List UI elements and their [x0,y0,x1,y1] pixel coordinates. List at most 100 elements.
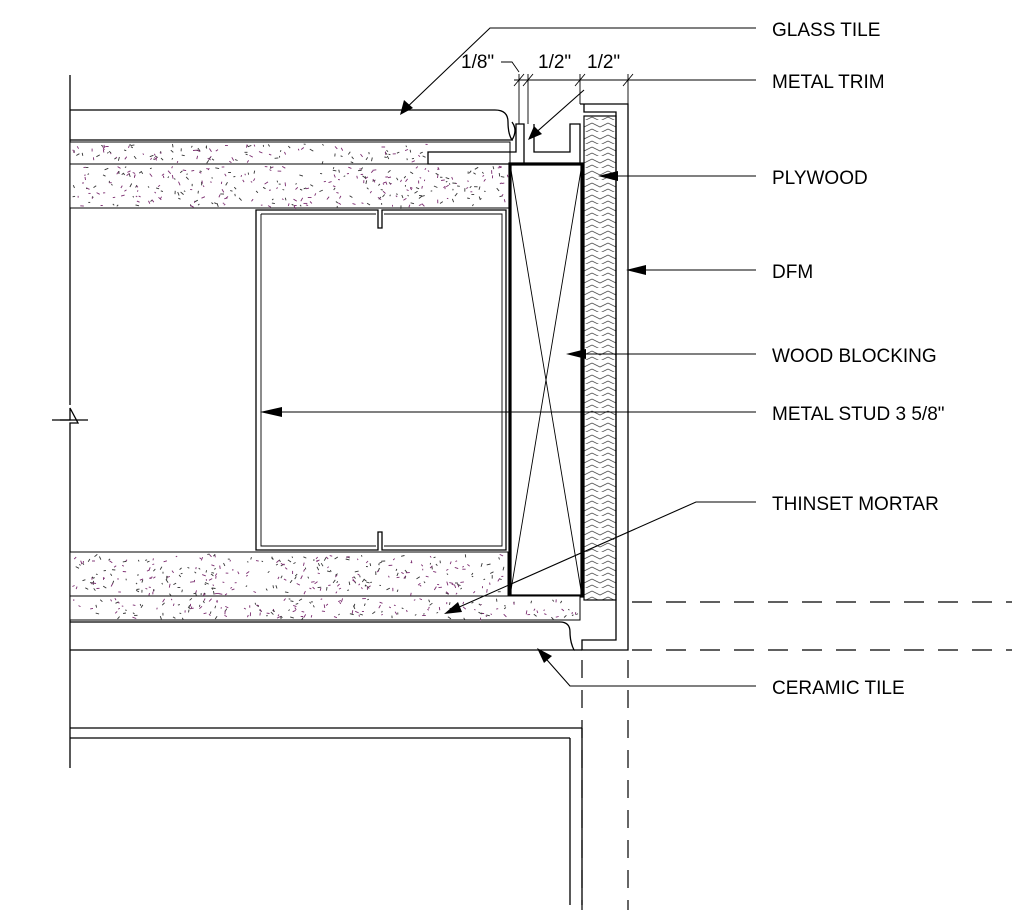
speckle-mark [359,613,363,616]
speckle-mark [198,604,201,607]
speckle-mark [427,170,430,173]
speckle-mark [320,598,323,600]
speckle-mark [167,170,172,175]
speckle-mark [189,597,193,601]
speckle-mark [211,202,214,205]
speckle-mark [455,592,458,595]
speckle-mark [155,187,160,190]
speckle-mark [189,204,194,208]
speckle-mark [229,160,232,163]
speckle-mark [334,146,338,150]
speckle-mark [124,189,127,192]
speckle-mark [555,616,559,618]
speckle-mark [356,175,358,179]
label-dfm: DFM [772,262,813,283]
speckle-mark [387,176,392,179]
speckle-mark [323,557,327,561]
speckle-mark [171,174,174,179]
speckle-mark [112,203,115,206]
speckle-mark [256,604,259,607]
speckle-mark [195,592,197,596]
speckle-mark [451,176,454,180]
speckle-mark [486,614,490,617]
speckle-mark [194,199,199,203]
speckle-mark [295,182,297,185]
speckle-mark [264,181,269,185]
speckle-mark [336,581,339,584]
speckle-mark [322,143,324,146]
speckle-mark [103,144,106,149]
speckle-mark [348,166,352,169]
speckle-mark [304,567,307,570]
speckle-mark [429,602,433,606]
speckle-mark [245,585,248,587]
speckle-mark [203,592,206,595]
speckle-mark [95,604,98,608]
speckle-mark [358,583,361,586]
speckle-mark [278,559,281,563]
speckle-mark [480,562,483,567]
speckle-mark [405,145,408,148]
speckle-mark [136,185,139,188]
speckle-mark [209,148,212,152]
speckle-mark [138,170,143,174]
speckle-mark [371,157,373,162]
speckle-mark [361,578,365,583]
speckle-mark [378,561,383,564]
speckle-mark [314,581,318,585]
speckle-mark [462,606,467,610]
speckle-mark [230,190,233,192]
speckle-mark [290,616,294,619]
speckle-mark [302,562,305,566]
speckle-mark [162,175,165,179]
speckle-mark [303,590,306,595]
speckle-mark [230,587,233,589]
speckle-mark [271,557,274,560]
speckle-mark [401,607,404,610]
speckle-mark [567,608,570,611]
speckle-mark [396,576,400,579]
speckle-mark [265,588,268,591]
speckle-mark [499,578,502,580]
speckle-mark [354,581,357,584]
speckle-mark [293,198,298,202]
speckle-mark [319,189,323,193]
speckle-mark [300,197,304,202]
speckle-mark [152,563,155,566]
speckle-mark [129,143,131,146]
speckle-mark [361,202,364,204]
speckle-mark [123,173,125,176]
speckle-mark [383,181,387,184]
ceramic-tile [70,621,582,651]
speckle-mark [360,153,363,158]
speckle-mark [293,205,297,210]
speckle-mark [133,155,137,160]
speckle-mark [448,183,451,185]
speckle-mark [197,203,200,206]
speckle-mark [351,576,354,579]
speckle-mark [353,576,356,579]
speckle-mark [215,149,219,152]
speckle-mark [284,567,288,570]
speckle-mark [421,203,425,207]
speckle-mark [72,585,75,587]
speckle-mark [449,582,454,584]
speckle-mark [179,170,183,174]
speckle-mark [185,176,189,180]
speckle-mark [115,156,118,159]
speckle-mark [211,158,215,161]
speckle-mark [288,609,291,612]
speckle-mark [365,180,368,185]
speckle-mark [116,204,119,207]
speckle-mark [214,202,217,205]
speckle-mark [352,203,356,205]
speckle-mark [149,173,153,177]
speckle-mark [406,189,409,192]
speckle-mark [334,556,339,560]
speckle-mark [120,194,125,197]
speckle-mark [307,576,310,579]
speckle-mark [339,195,342,199]
speckle-mark [153,158,155,161]
speckle-mark [335,591,338,594]
speckle-mark [335,574,338,578]
